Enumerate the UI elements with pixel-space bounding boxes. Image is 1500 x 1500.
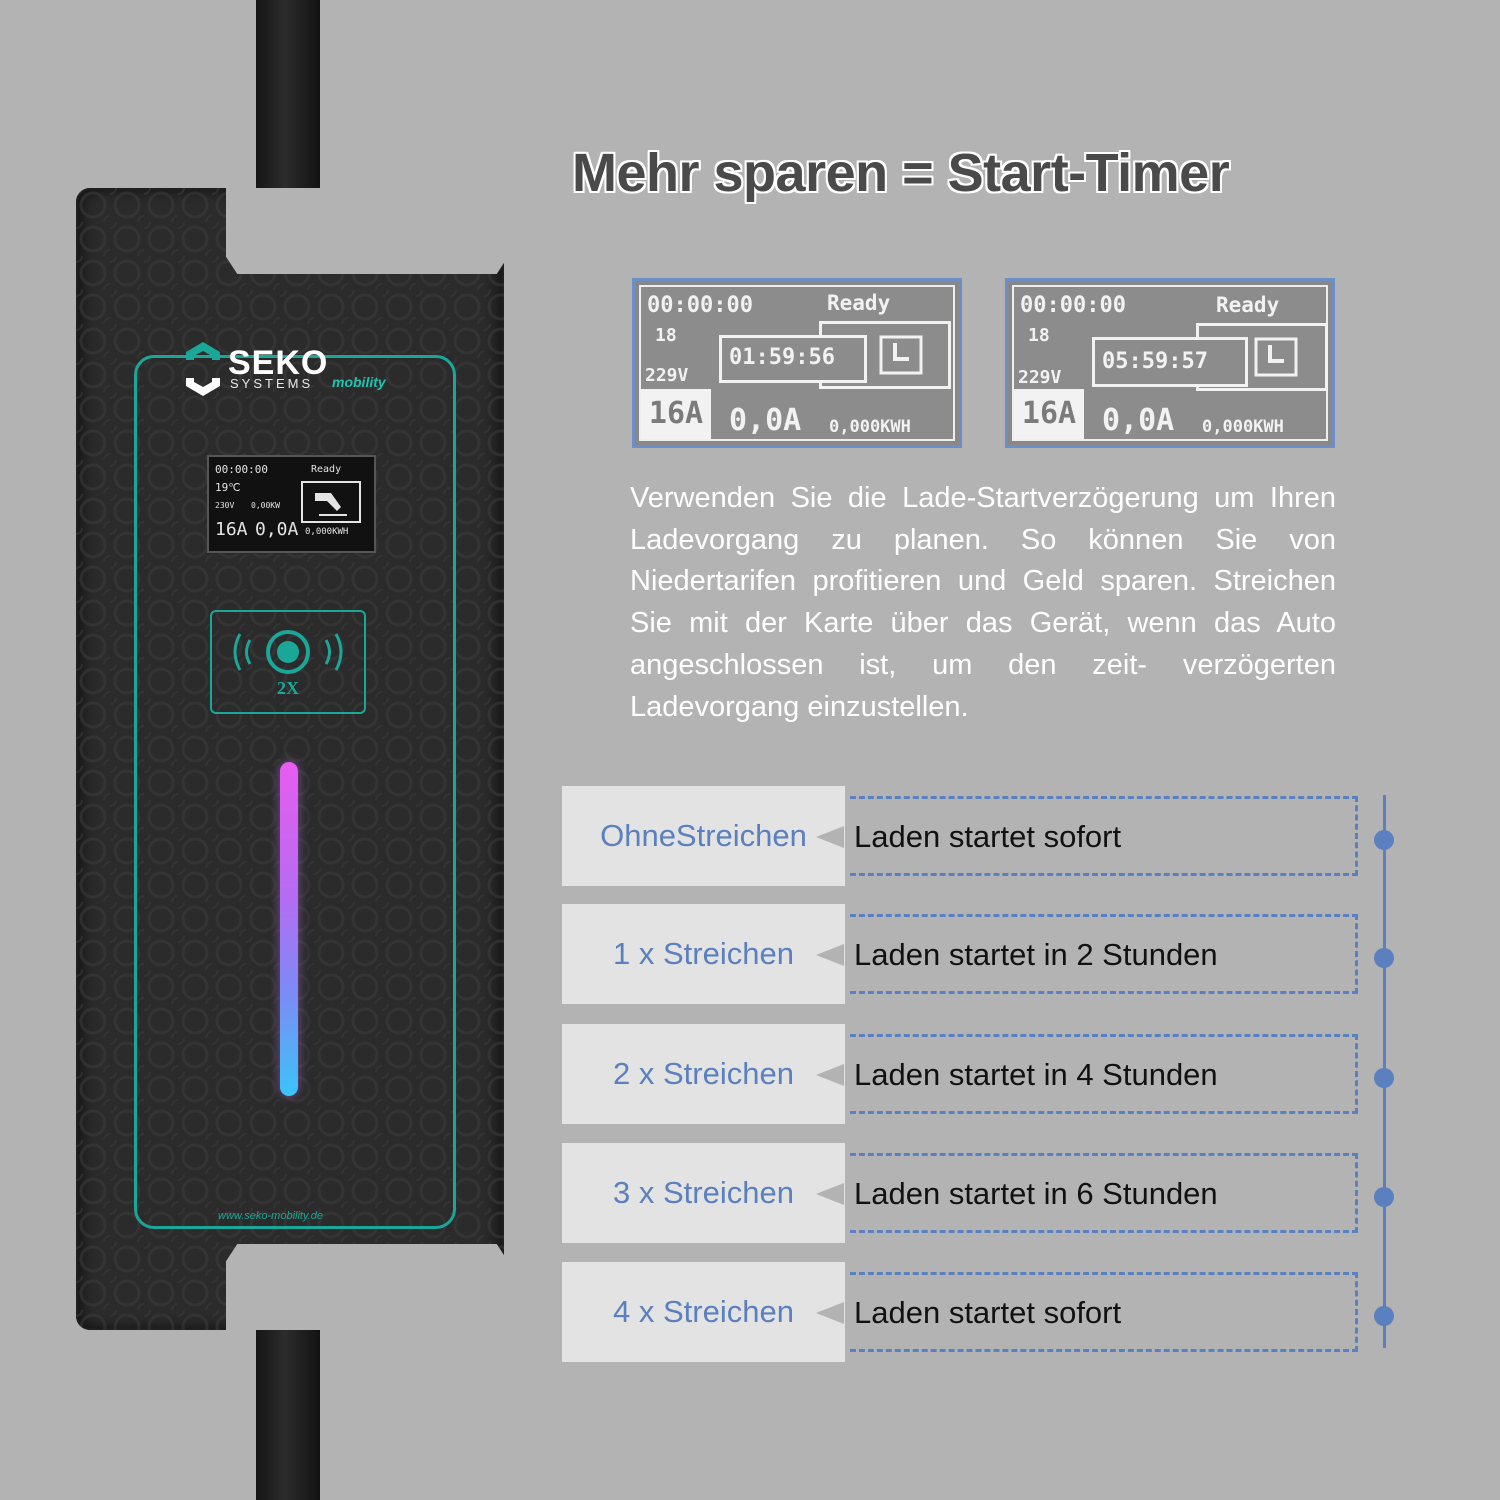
option-result: Laden startet sofort [854, 819, 1122, 854]
rfid-waves-icon [233, 630, 343, 674]
screen-amps-live: 0,0A [1102, 403, 1175, 438]
device-energy-small: 0,00KW [251, 501, 280, 510]
countdown-box [1092, 337, 1248, 387]
brand-name: SEKO [228, 344, 329, 382]
arrow-icon [816, 1183, 844, 1205]
option-result-box: Laden startet in 6 Stunden [850, 1153, 1358, 1233]
option-result: Laden startet in 2 Stunden [854, 937, 1218, 972]
countdown-box [719, 335, 867, 383]
arrow-icon [816, 1064, 844, 1086]
device-status: Ready [311, 464, 342, 475]
clock-icon [879, 335, 923, 375]
device-pattern [76, 188, 504, 1330]
device-teal-frame [134, 355, 456, 1229]
rfid-label: 2X [277, 678, 299, 698]
option-result-box: Laden startet in 2 Stunden [850, 914, 1358, 994]
screen-amps-live: 0,0A [729, 403, 802, 438]
option-result-box: Laden startet sofort [850, 796, 1358, 876]
screen-countdown: 05:59:57 [1102, 349, 1208, 374]
screen-status: Ready [1216, 293, 1280, 317]
seko-logo: SEKO SYSTEMS mobility [184, 338, 414, 404]
device-temperature: 19℃ [215, 481, 241, 494]
device-notch-top [226, 188, 508, 274]
device-url: www.seko-mobility.de [218, 1210, 323, 1222]
screen-energy: 0,000KWH [829, 417, 911, 437]
arrow-icon [816, 826, 844, 848]
brand-sub: SYSTEMS [230, 376, 314, 391]
timeline-dot [1374, 830, 1394, 850]
screen-countdown: 01:59:56 [729, 345, 835, 370]
rfid-reader[interactable]: 2X [210, 610, 366, 714]
arrow-icon [816, 1302, 844, 1324]
screen-time: 00:00:00 [1020, 293, 1126, 318]
option-swipes: 1 x Streichen [562, 904, 845, 1004]
option-result-box: Laden startet in 4 Stunden [850, 1034, 1358, 1114]
option-result: Laden startet in 6 Stunden [854, 1176, 1218, 1211]
screen-energy: 0,000KWH [1202, 417, 1284, 437]
screen-amps-set: 16A [641, 389, 711, 439]
option-row: 3 x Streichen Laden startet in 6 Stunden [562, 1143, 1394, 1243]
option-swipes: 3 x Streichen [562, 1143, 845, 1243]
screen-voltage: 229V [645, 365, 689, 386]
device-display: 00:00:00 Ready 19℃ 230V 0,00KW 16A 0,0A … [207, 455, 376, 553]
arrow-icon [816, 944, 844, 966]
brand-suffix: mobility [332, 374, 386, 390]
description-paragraph: Verwenden Sie die Lade-Startverzögerung … [630, 482, 1336, 723]
charging-plug-icon [301, 481, 361, 523]
option-result-box: Laden startet sofort [850, 1272, 1358, 1352]
option-result: Laden startet sofort [854, 1295, 1122, 1330]
screen-time: 00:00:00 [647, 293, 753, 318]
page-title: Mehr sparen = Start-Timer [572, 143, 1230, 203]
wallbox-device [76, 188, 508, 1330]
device-amps-set: 16A [215, 519, 248, 540]
device-energy: 0,000KWH [305, 527, 349, 537]
timer-screen-2: 00:00:00 Ready 18 229V 05:59:57 16A 0,0A… [1005, 278, 1335, 448]
status-led-bar [280, 762, 298, 1096]
screen-temperature: 18 [1028, 325, 1050, 346]
screen-voltage: 229V [1018, 367, 1062, 388]
timer-screen-1: 00:00:00 Ready 18 229V 01:59:56 16A 0,0A… [632, 278, 962, 448]
option-result: Laden startet in 4 Stunden [854, 1057, 1218, 1092]
device-notch-bottom [226, 1244, 508, 1330]
screen-amps-set: 16A [1014, 389, 1084, 439]
device-voltage: 230V [215, 501, 235, 510]
option-row: 2 x Streichen Laden startet in 4 Stunden [562, 1024, 1394, 1124]
timeline-dot [1374, 948, 1394, 968]
hexagon-logo-icon [186, 342, 220, 396]
option-row: OhneStreichen Laden startet sofort [562, 786, 1394, 886]
option-swipes: 4 x Streichen [562, 1262, 845, 1362]
screen-temperature: 18 [655, 325, 677, 346]
clock-icon [1254, 337, 1298, 377]
timeline-dot [1374, 1068, 1394, 1088]
device-amps-live: 0,0A [255, 519, 299, 540]
timeline-dot [1374, 1306, 1394, 1326]
device-time: 00:00:00 [215, 463, 268, 476]
option-row: 1 x Streichen Laden startet in 2 Stunden [562, 904, 1394, 1004]
option-swipes: OhneStreichen [562, 786, 845, 886]
screen-status: Ready [827, 291, 891, 315]
timeline-dot [1374, 1187, 1394, 1207]
option-row: 4 x Streichen Laden startet sofort [562, 1262, 1394, 1362]
option-swipes: 2 x Streichen [562, 1024, 845, 1124]
